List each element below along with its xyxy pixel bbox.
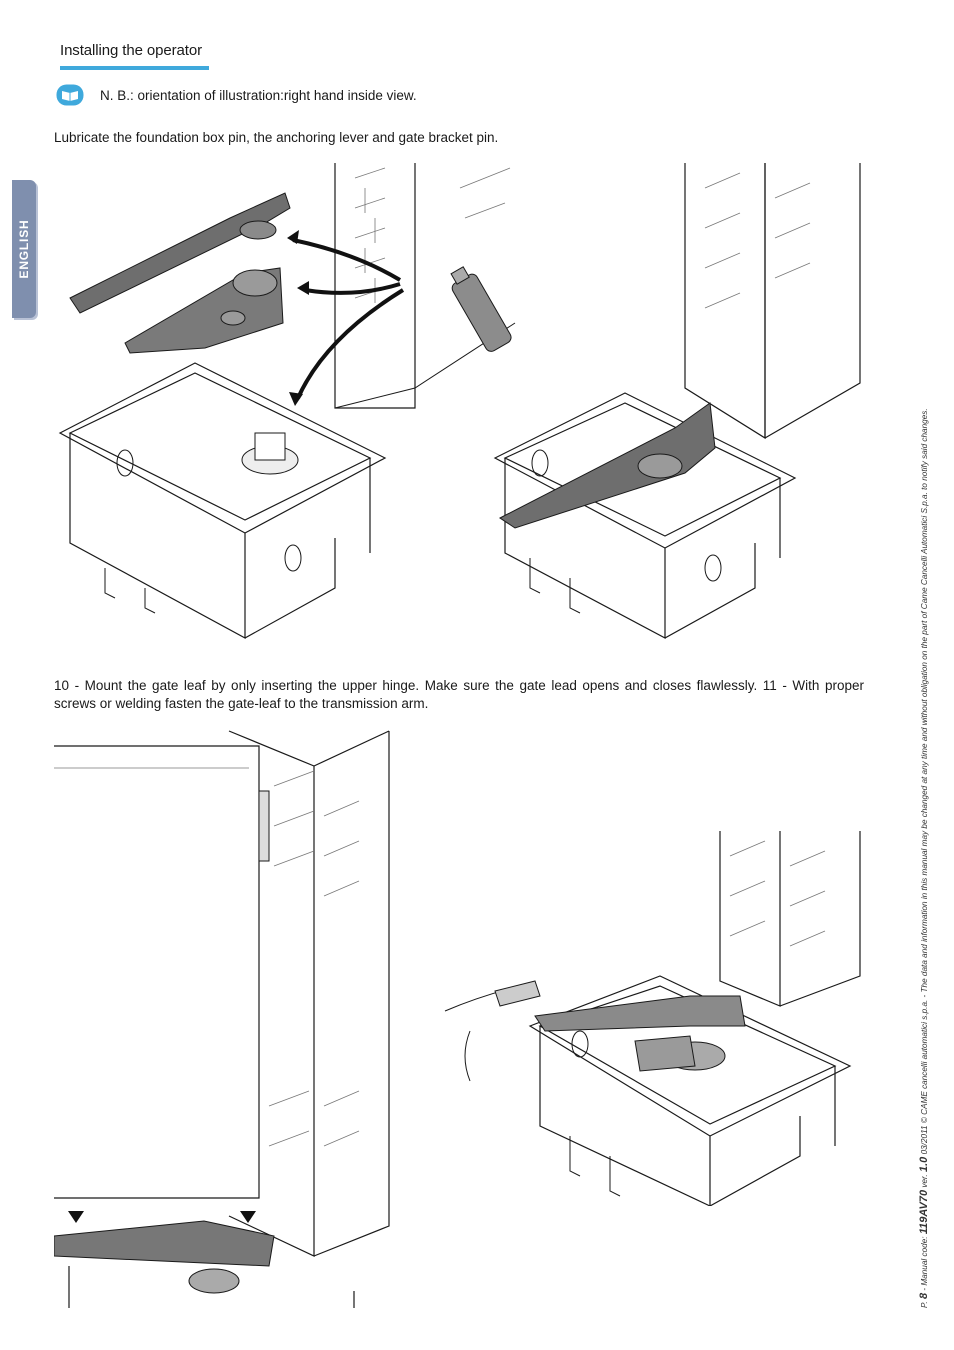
welding-illustration bbox=[444, 831, 861, 1206]
language-tab[interactable]: ENGLISH bbox=[12, 180, 36, 318]
step-instruction: 10 - Mount the gate leaf by only inserti… bbox=[54, 678, 864, 711]
footer-legal-text: P. 8 - Manual code: 119AV70 ver. 1.0 03/… bbox=[918, 408, 930, 1308]
gate-leaf-illustration bbox=[54, 730, 390, 1308]
lubrication-illustration bbox=[58, 163, 516, 640]
lubricate-instruction: Lubricate the foundation box pin, the an… bbox=[54, 130, 499, 145]
language-tab-label: ENGLISH bbox=[17, 219, 31, 279]
mounted-lever-illustration bbox=[493, 163, 861, 639]
page-number: 8 bbox=[918, 1292, 930, 1300]
title-underline bbox=[60, 66, 209, 70]
manual-code: 119AV70 bbox=[918, 1189, 930, 1235]
manual-book-icon bbox=[56, 84, 84, 106]
section-title: Installing the operator bbox=[60, 42, 202, 59]
note-text: N. B.: orientation of illustration:right… bbox=[100, 88, 417, 103]
version-number: 1.0 bbox=[918, 1156, 930, 1172]
version-label: ver. bbox=[920, 1174, 929, 1188]
copyright-text: 03/2011 © CAME cancelli automatici s.p.a… bbox=[920, 408, 929, 1155]
manual-code-label: - Manual code: bbox=[920, 1236, 929, 1291]
page-prefix: P. bbox=[920, 1301, 929, 1308]
